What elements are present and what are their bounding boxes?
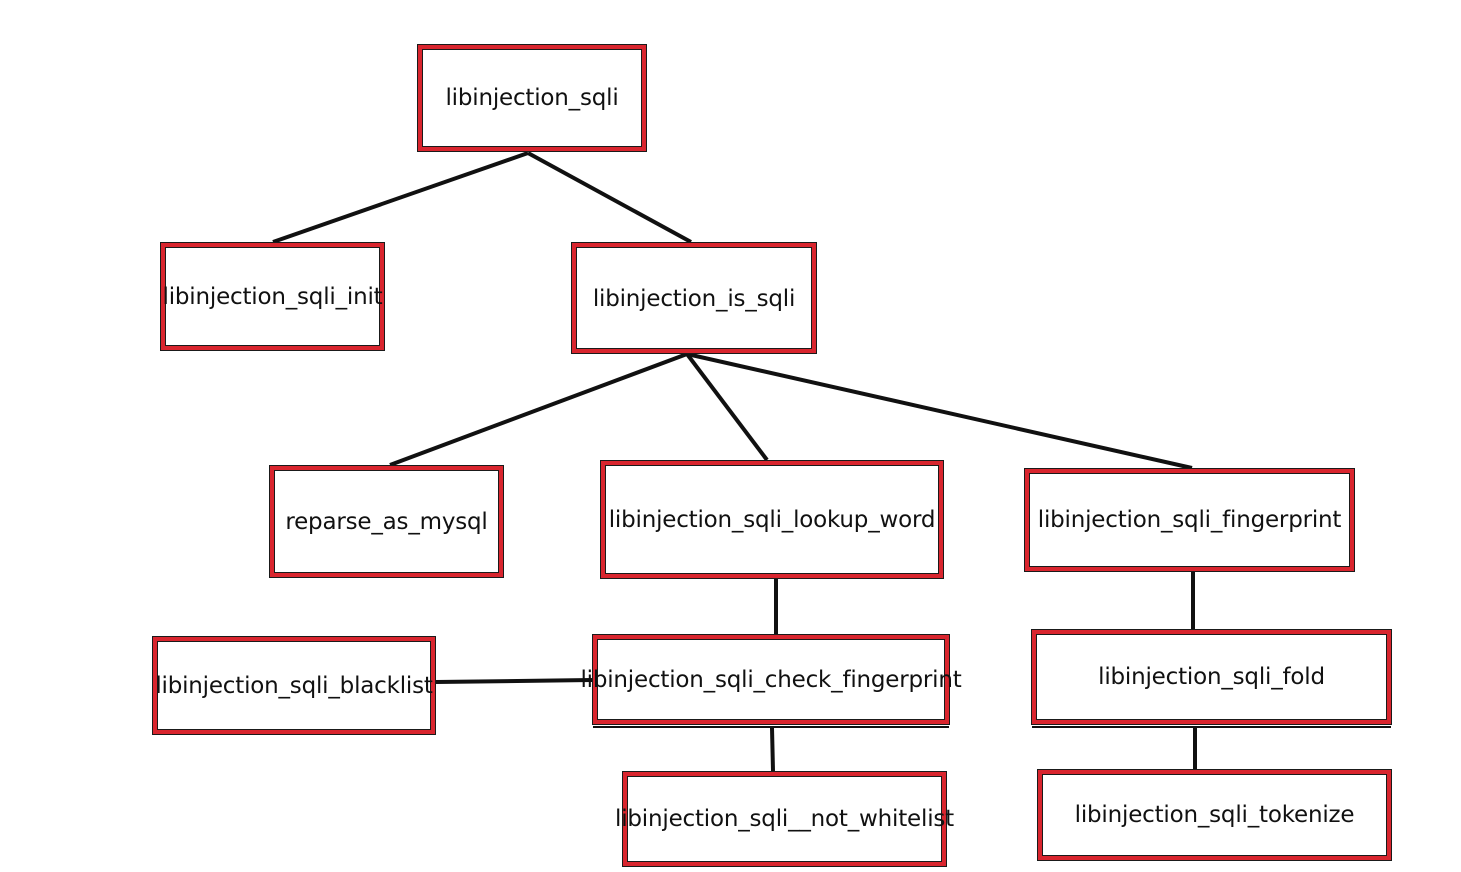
- node-label: libinjection_sqli: [445, 85, 619, 111]
- node-libinjection-sqli-check-fingerprint: libinjection_sqli_check_fingerprint: [580, 635, 962, 724]
- edge-is-sqli-reparse: [389, 352, 688, 467]
- node-label: libinjection_sqli_lookup_word: [608, 506, 936, 533]
- node-libinjection-sqli-fold: libinjection_sqli_fold: [1032, 630, 1391, 724]
- node-label: libinjection_sqli_tokenize: [1074, 802, 1355, 828]
- node-label: libinjection_sqli_check_fingerprint: [580, 666, 962, 693]
- node-label: libinjection_is_sqli: [592, 286, 796, 312]
- edge-is-sqli-finger: [686, 352, 1193, 470]
- edge-root-is-sqli: [527, 151, 692, 244]
- edge-check-blacklist: [435, 678, 593, 684]
- node-libinjection-sqli-not-whitelist: libinjection_sqli__not_whitelist: [615, 772, 954, 866]
- edge-check-whitelist: [770, 727, 775, 772]
- node-libinjection-is-sqli: libinjection_is_sqli: [572, 243, 816, 353]
- node-libinjection-sqli-blacklist: libinjection_sqli_blacklist: [153, 637, 435, 734]
- edge-root-init: [272, 151, 529, 244]
- node-label: libinjection_sqli__not_whitelist: [615, 806, 954, 832]
- node-libinjection-sqli-init: libinjection_sqli_init: [161, 243, 384, 350]
- node-label: libinjection_sqli_fold: [1098, 664, 1325, 690]
- node-label: reparse_as_mysql: [285, 508, 488, 535]
- node-libinjection-sqli-fingerprint: libinjection_sqli_fingerprint: [1025, 469, 1354, 571]
- node-libinjection-sqli-lookup-word: libinjection_sqli_lookup_word: [601, 461, 943, 578]
- node-label: libinjection_sqli_fingerprint: [1037, 507, 1342, 533]
- edge-is-sqli-lookup: [685, 352, 769, 462]
- node-label: libinjection_sqli_blacklist: [155, 672, 433, 699]
- node-reparse-as-mysql: reparse_as_mysql: [270, 466, 503, 577]
- node-label: libinjection_sqli_init: [162, 283, 383, 310]
- node-libinjection-sqli-tokenize: libinjection_sqli_tokenize: [1038, 770, 1391, 860]
- node-libinjection-sqli: libinjection_sqli: [418, 45, 646, 151]
